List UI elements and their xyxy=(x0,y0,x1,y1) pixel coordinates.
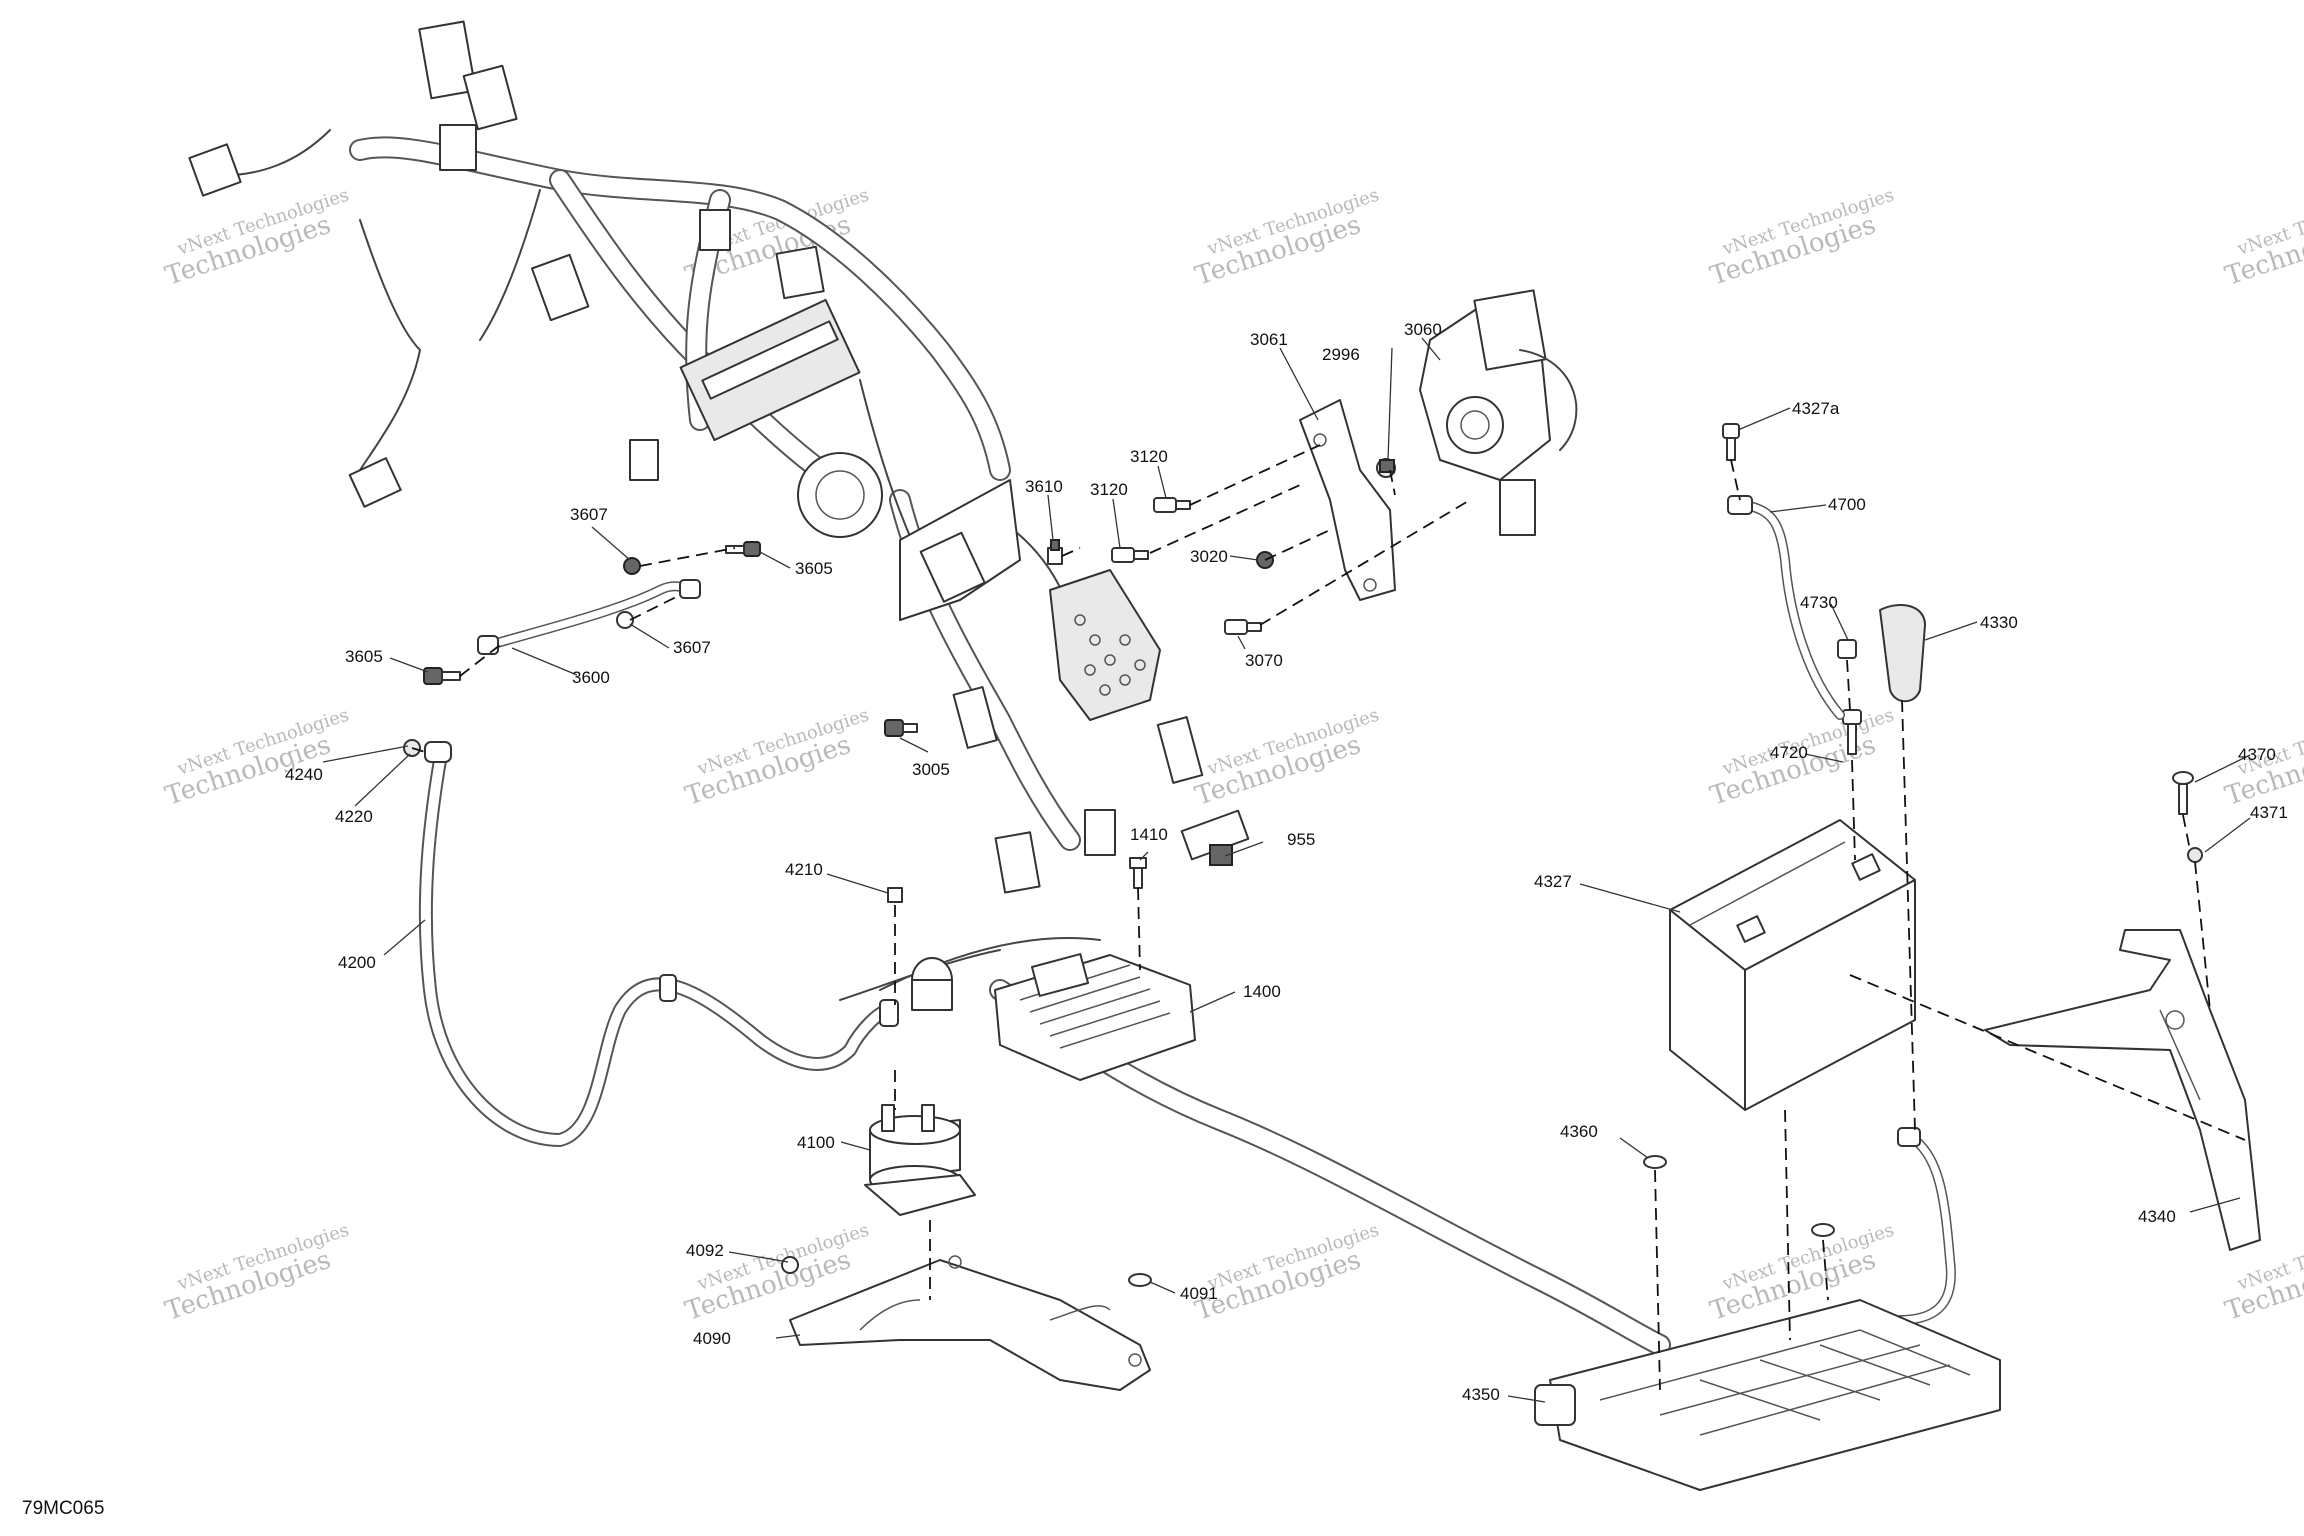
callout-4210: 4210 xyxy=(785,860,823,879)
watermark: vNext Technologies Technologies xyxy=(1192,185,1382,292)
bolt-3605a xyxy=(725,541,761,557)
leader-lines xyxy=(322,337,2251,1403)
nut-3607a xyxy=(623,557,641,575)
callout-4720: 4720 xyxy=(1770,743,1808,762)
callout-3120-lower: 3120 xyxy=(1090,480,1128,499)
ground-strap-3600 xyxy=(477,579,701,655)
terminal-cap-4330 xyxy=(1879,604,1926,703)
callout-3605-right: 3605 xyxy=(795,559,833,578)
callout-4370: 4370 xyxy=(2238,745,2276,764)
battery-cable-4700 xyxy=(1727,495,1845,720)
callout-4327: 4327 xyxy=(1534,872,1572,891)
washer-4371 xyxy=(2187,847,2203,863)
callout-2996: 2996 xyxy=(1322,345,1360,364)
pushpin-4091 xyxy=(1128,1273,1152,1287)
callout-4092: 4092 xyxy=(686,1241,724,1260)
callout-4327a: 4327a xyxy=(1792,399,1840,418)
watermark: vNext Technologies Technologies xyxy=(2222,185,2304,292)
bolt-2996 xyxy=(1379,459,1395,473)
callout-3061: 3061 xyxy=(1250,330,1288,349)
bolt-4720 xyxy=(1842,709,1862,755)
bolt-4370 xyxy=(2172,771,2194,815)
callout-3610: 3610 xyxy=(1025,477,1063,496)
bracket-3061 xyxy=(1299,399,1396,601)
callout-3607-lower: 3607 xyxy=(673,638,711,657)
voltage-regulator-1400 xyxy=(911,953,1196,1081)
main-wiring-harness xyxy=(188,20,1250,894)
nut-4210 xyxy=(887,887,903,903)
battery-strap-4340 xyxy=(1984,929,2261,1251)
nut-4092 xyxy=(781,1256,799,1274)
callout-3120-upper: 3120 xyxy=(1130,447,1168,466)
watermark: vNext Technologies Technologies xyxy=(162,185,352,292)
watermark: vNext Technologies Technologies xyxy=(1707,185,1897,292)
bolt-1410 xyxy=(1129,857,1147,889)
nut-4730 xyxy=(1837,639,1857,659)
callout-4200: 4200 xyxy=(338,953,376,972)
callout-3060: 3060 xyxy=(1404,320,1442,339)
callout-4091: 4091 xyxy=(1180,1284,1218,1303)
callout-4330: 4330 xyxy=(1980,613,2018,632)
battery-tray-4350 xyxy=(1534,1299,2001,1491)
callout-4350: 4350 xyxy=(1462,1385,1500,1404)
callout-4100: 4100 xyxy=(797,1133,835,1152)
callout-3005: 3005 xyxy=(912,760,950,779)
assembly-lines xyxy=(411,444,2246,1391)
callout-4360: 4360 xyxy=(1560,1122,1598,1141)
watermarks: vNext Technologies Technologies vNext Te… xyxy=(162,185,2304,1327)
starter-solenoid-4100 xyxy=(864,1104,976,1216)
callout-3070: 3070 xyxy=(1245,651,1283,670)
fuse-block-terminals xyxy=(1074,614,1146,696)
bolt-3120b xyxy=(1111,547,1149,563)
bolt-3120a xyxy=(1153,497,1191,513)
callout-4700: 4700 xyxy=(1828,495,1866,514)
bracket-4090 xyxy=(789,1255,1151,1391)
battery-4327 xyxy=(1669,819,1916,1111)
callout-4090: 4090 xyxy=(693,1329,731,1348)
callout-labels: 2996 3061 3060 3120 3120 3610 3020 3070 … xyxy=(285,320,2288,1404)
callout-4730: 4730 xyxy=(1800,593,1838,612)
watermark: vNext Technologies Technologies xyxy=(1192,705,1382,812)
watermark: vNext Technologies Technologies xyxy=(162,1220,352,1327)
callout-3607-upper: 3607 xyxy=(570,505,608,524)
callout-3600: 3600 xyxy=(572,668,610,687)
callout-3605-left: 3605 xyxy=(345,647,383,666)
bolt-3610 xyxy=(1047,539,1063,565)
battery-cable-4200 xyxy=(418,741,899,1147)
bolt-4327a xyxy=(1722,423,1740,461)
callout-1410: 1410 xyxy=(1130,825,1168,844)
pushpin-4360b xyxy=(1811,1223,1835,1237)
callout-4240: 4240 xyxy=(285,765,323,784)
bolt-3605b xyxy=(423,667,461,685)
callout-4371: 4371 xyxy=(2250,803,2288,822)
callout-4340: 4340 xyxy=(2138,1207,2176,1226)
pushpin-4360 xyxy=(1643,1155,1667,1169)
watermark: vNext Technologies Technologies xyxy=(682,705,872,812)
bolt-3070 xyxy=(1224,619,1262,635)
nut-3607b xyxy=(616,611,634,629)
callout-4220: 4220 xyxy=(335,807,373,826)
figure-id: 79MC065 xyxy=(22,1498,105,1519)
callout-955: 955 xyxy=(1287,830,1315,849)
battery-cable-negative xyxy=(1895,1127,1956,1325)
callout-3020: 3020 xyxy=(1190,547,1228,566)
bolt-3005 xyxy=(884,719,918,737)
watermark: vNext Technologies Technologies xyxy=(1192,1220,1382,1327)
watermark: vNext Technologies Technologies xyxy=(162,705,352,812)
shift-actuator-assembly xyxy=(1299,289,1578,601)
callout-1400: 1400 xyxy=(1243,982,1281,1001)
